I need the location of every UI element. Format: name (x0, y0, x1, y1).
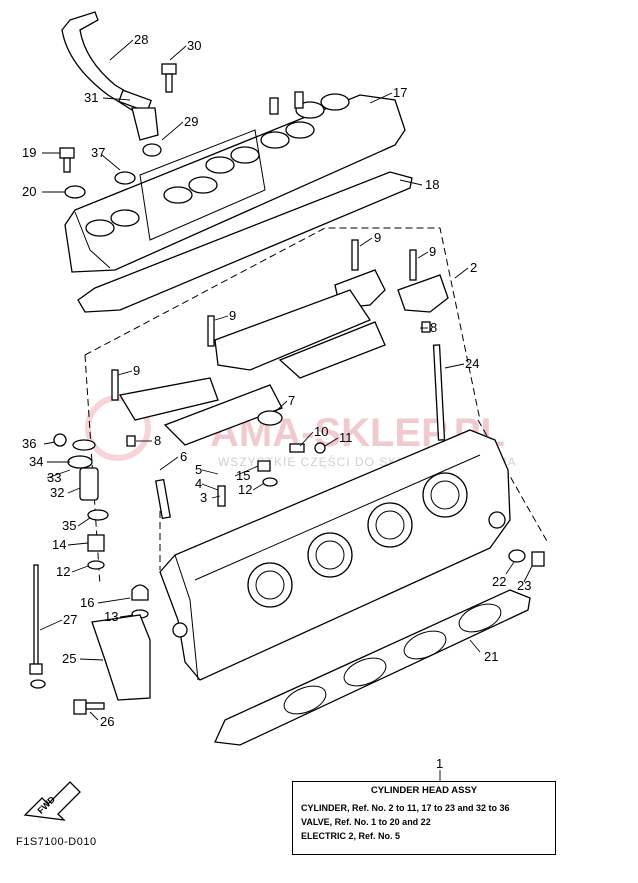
sensor-rod (29, 564, 46, 689)
drain-plug (508, 549, 545, 567)
bolt-30 (161, 63, 177, 93)
callout-21: 21 (484, 649, 498, 664)
head-gasket (214, 589, 531, 746)
callout-9a: 9 (374, 230, 381, 245)
callout-18: 18 (425, 177, 439, 192)
callout-29: 29 (184, 114, 198, 129)
callout-19: 19 (22, 145, 36, 160)
hose-fitting (131, 107, 159, 141)
cap-nut (131, 584, 149, 619)
callout-11: 11 (339, 430, 353, 445)
callout-8a: 8 (430, 320, 437, 335)
legend-line-valve: VALVE, Ref. No. 1 to 20 and 22 (301, 817, 431, 827)
callout-1: 1 (436, 756, 443, 771)
stud-bolt (432, 344, 446, 441)
cylinder-head-body (159, 429, 511, 681)
callout-15: 15 (236, 468, 250, 483)
callout-22: 22 (492, 574, 506, 589)
callout-2: 2 (470, 260, 477, 275)
callout-12a: 12 (238, 482, 252, 497)
callout-14: 14 (52, 537, 66, 552)
callout-13: 13 (104, 609, 118, 624)
callout-32: 32 (50, 485, 64, 500)
legend-line-cylinder: CYLINDER, Ref. No. 2 to 11, 17 to 23 and… (301, 803, 510, 813)
legend-box: CYLINDER HEAD ASSY CYLINDER, Ref. No. 2 … (292, 781, 556, 855)
callout-9d: 9 (133, 363, 140, 378)
breather-hose (61, 11, 152, 113)
callout-16: 16 (80, 595, 94, 610)
fwd-arrow-icon (23, 781, 81, 821)
mounting-bracket (91, 614, 151, 701)
callout-9b: 9 (429, 244, 436, 259)
o-ring-29 (142, 143, 162, 157)
leader-lines (39, 39, 533, 781)
camshaft-caps (111, 239, 449, 447)
figure-code: F1S7100-D010 (16, 836, 97, 848)
callout-26: 26 (100, 714, 114, 729)
callout-25: 25 (62, 651, 76, 666)
callout-23: 23 (517, 578, 531, 593)
legend-line-electric: ELECTRIC 2, Ref. No. 5 (301, 831, 401, 841)
callout-12b: 12 (56, 564, 70, 579)
callout-8b: 8 (154, 433, 161, 448)
callout-7: 7 (288, 393, 295, 408)
callout-6: 6 (180, 449, 187, 464)
callout-30: 30 (187, 38, 201, 53)
callout-9c: 9 (229, 308, 236, 323)
callout-20: 20 (22, 184, 36, 199)
callout-17: 17 (393, 85, 407, 100)
callout-37: 37 (91, 145, 105, 160)
callout-labels: 28 30 31 17 29 19 37 20 18 9 9 2 8 9 9 2… (22, 32, 531, 771)
cover-gasket (77, 171, 413, 313)
cover-bolts (59, 147, 136, 199)
callout-4: 4 (195, 476, 202, 491)
oil-seal (257, 410, 283, 426)
callout-28: 28 (134, 32, 148, 47)
callout-27: 27 (63, 612, 77, 627)
bracket-bolt (73, 699, 105, 715)
callout-33: 33 (47, 470, 61, 485)
cylinder-head-cover (64, 91, 406, 273)
callout-31: 31 (84, 90, 98, 105)
callout-10: 10 (314, 424, 328, 439)
legend-title: CYLINDER HEAD ASSY (370, 785, 478, 796)
callout-36: 36 (22, 436, 36, 451)
callout-34: 34 (29, 454, 43, 469)
callout-3: 3 (200, 490, 207, 505)
callout-35: 35 (62, 518, 76, 533)
callout-24: 24 (465, 356, 479, 371)
callout-5: 5 (195, 462, 202, 477)
valve-components (53, 433, 326, 570)
